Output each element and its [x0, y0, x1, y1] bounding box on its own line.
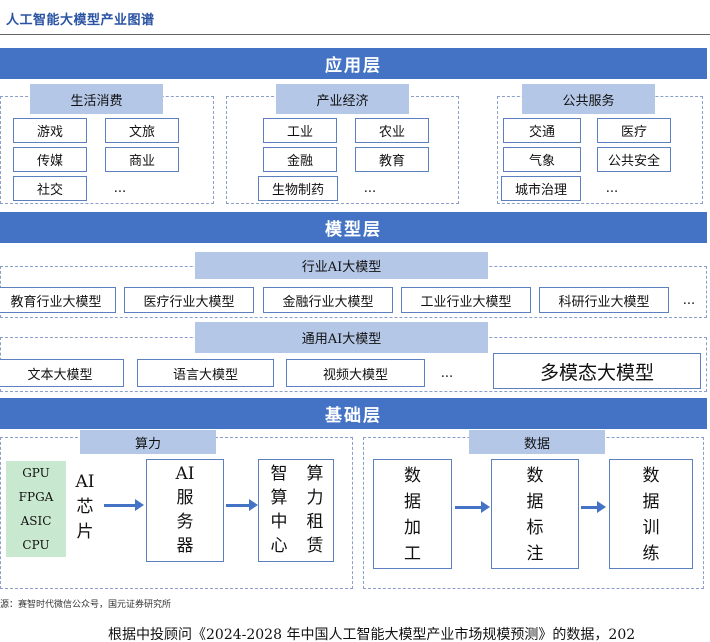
data-processing-char-3: 加 [404, 517, 421, 538]
chip-fpga: FPGA [6, 485, 66, 509]
data-processing-char-4: 工 [404, 543, 421, 564]
app-item-more-1: ... [113, 181, 127, 196]
app-item-media: 传媒 [13, 147, 87, 172]
data-labeling-box [491, 459, 579, 569]
data-training-box [609, 459, 693, 569]
compute-center-char-4: 心 [270, 536, 288, 556]
model-general-more: ... [440, 365, 454, 381]
compute-rent-char-2: 力 [306, 488, 324, 508]
arrow-processing-to-labeling [455, 506, 482, 509]
app-item-education: 教育 [355, 147, 429, 172]
model-medical: 医疗行业大模型 [124, 287, 254, 313]
compute-rent-char-4: 赁 [306, 536, 324, 556]
compute-rent-char-1: 算 [306, 464, 324, 484]
app-item-healthcare: 医疗 [597, 118, 671, 143]
ai-chip-label-2: 芯 [76, 497, 94, 517]
arrow-head-2 [249, 499, 258, 511]
data-processing-char-1: 数 [404, 465, 421, 486]
app-item-meteorology: 气象 [503, 147, 581, 172]
compute-center-char-2: 算 [270, 488, 288, 508]
data-labeling-char-4: 注 [526, 543, 544, 564]
app-item-social: 社交 [13, 176, 87, 201]
data-label: 数据 [469, 430, 605, 454]
data-training-char-2: 据 [642, 491, 660, 512]
model-education: 教育行业大模型 [0, 287, 116, 313]
data-training-char-3: 训 [642, 517, 660, 538]
compute-rent-char-3: 租 [306, 512, 324, 532]
model-layer-header: 模型层 [0, 212, 707, 243]
group-label-public-services: 公共服务 [522, 84, 655, 114]
model-text: 文本大模型 [0, 359, 124, 387]
model-multimodal: 多模态大模型 [493, 353, 701, 389]
model-more: ... [682, 292, 696, 308]
data-training-char-1: 数 [642, 465, 660, 486]
data-processing-box [373, 459, 452, 569]
data-processing-char-2: 据 [404, 491, 421, 512]
data-labeling-char-1: 数 [526, 465, 544, 486]
general-model-label: 通用AI大模型 [195, 322, 488, 353]
ai-server-char-1: AI [175, 464, 195, 484]
model-industrial: 工业行业大模型 [401, 287, 531, 313]
industry-model-label: 行业AI大模型 [195, 252, 488, 279]
app-item-industry: 工业 [263, 118, 337, 143]
chip-cpu: CPU [6, 533, 66, 557]
ai-chip-label-1: AI [75, 472, 95, 492]
title-divider [0, 34, 710, 35]
base-layer-header: 基础层 [0, 398, 707, 429]
body-paragraph: 根据中投顾问《2024-2028 年中国人工智能大模型产业市场规模预测》的数据，… [108, 627, 636, 642]
application-layer-header: 应用层 [0, 48, 707, 79]
app-item-agriculture: 农业 [355, 118, 429, 143]
chip-gpu: GPU [6, 461, 66, 485]
app-item-culture-tourism: 文旅 [105, 118, 179, 143]
data-labeling-char-2: 据 [526, 491, 544, 512]
arrow-head-3 [481, 501, 490, 513]
arrow-head-1 [135, 499, 144, 511]
compute-label: 算力 [80, 430, 216, 454]
app-item-more-3: ... [605, 181, 619, 196]
data-training-char-4: 练 [642, 543, 660, 564]
model-video: 视频大模型 [286, 359, 425, 387]
arrow-head-4 [597, 501, 606, 513]
ai-server-char-3: 务 [176, 512, 194, 532]
arrow-server-to-center [226, 504, 250, 507]
model-research: 科研行业大模型 [539, 287, 669, 313]
ai-server-char-2: 服 [176, 488, 194, 508]
model-language: 语言大模型 [137, 359, 274, 387]
app-item-transport: 交通 [503, 118, 581, 143]
app-item-finance: 金融 [263, 147, 337, 172]
data-labeling-char-3: 标 [526, 517, 544, 538]
compute-center-char-1: 智 [270, 464, 288, 484]
app-item-biopharma: 生物制药 [258, 176, 338, 201]
app-item-public-safety: 公共安全 [597, 147, 671, 172]
app-item-more-2: ... [363, 181, 377, 196]
ai-chip-label-3: 片 [76, 522, 94, 542]
ai-server-box [146, 459, 224, 562]
group-label-life-consumption: 生活消费 [30, 84, 163, 114]
ai-server-char-4: 器 [176, 536, 194, 556]
compute-center-box [258, 459, 334, 562]
arrow-labeling-to-training [581, 506, 598, 509]
model-finance: 金融行业大模型 [263, 287, 393, 313]
app-item-games: 游戏 [13, 118, 87, 143]
source-note: 源：赛智时代微信公众号，国元证券研究所 [0, 600, 172, 610]
chip-asic: ASIC [6, 509, 66, 533]
app-item-commerce: 商业 [105, 147, 179, 172]
group-label-industrial-economy: 产业经济 [276, 84, 409, 114]
page-title: 人工智能大模型产业图谱 [6, 13, 155, 28]
arrow-chip-to-server [104, 504, 136, 507]
compute-center-char-3: 中 [270, 512, 288, 532]
app-item-city-governance: 城市治理 [501, 176, 581, 201]
